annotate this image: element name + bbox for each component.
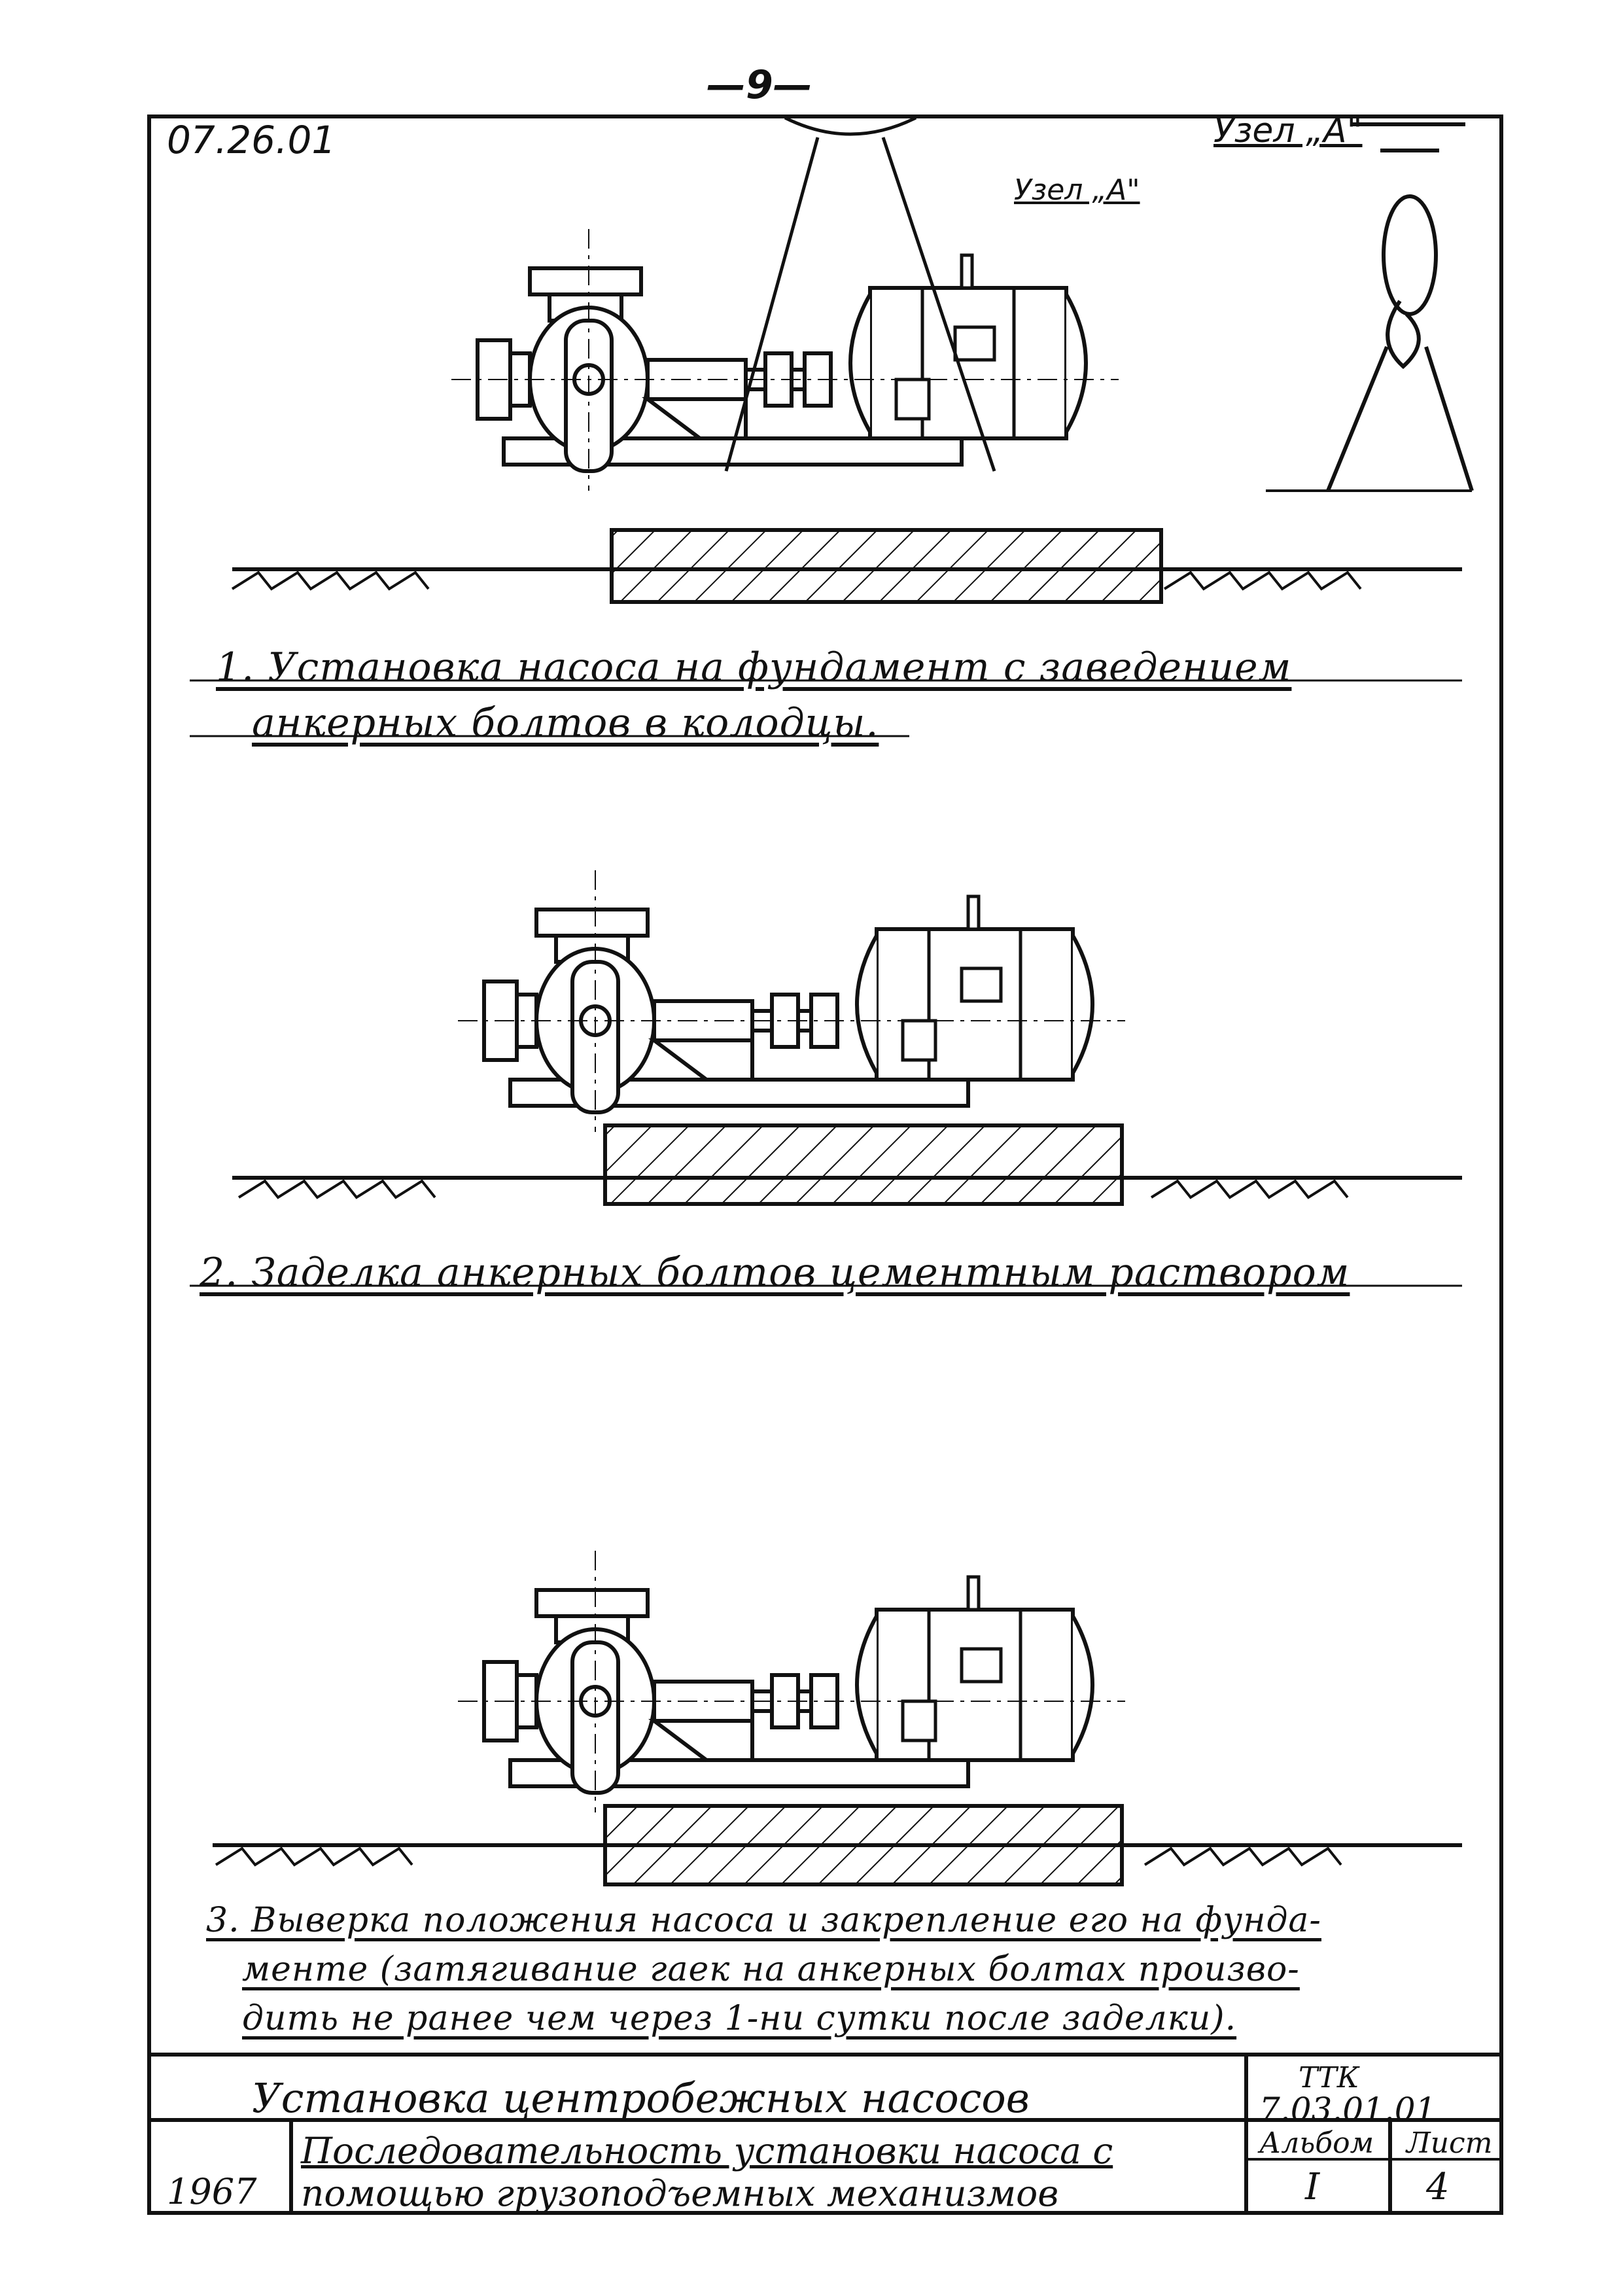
page-number: —9—: [707, 62, 812, 108]
title-block-album-value: I: [1305, 2166, 1320, 2208]
step-1-caption-line-1: 1. Установка насоса на фундамент с завед…: [216, 645, 1292, 690]
title-block-subtitle-line-2: помощью грузоподъемных механизмов: [301, 2172, 1059, 2214]
document-code: 07.26.01: [167, 118, 336, 162]
step-2-caption: 2. Заделка анкерных болтов цементным рас…: [200, 1250, 1350, 1296]
detail-node-callout: Узел „А": [1014, 173, 1140, 207]
title-block-subtitle-line-1: Последовательность установки насоса с: [301, 2130, 1113, 2172]
title-block-ttk-code: 7.03.01.01: [1259, 2091, 1437, 2128]
title-block-sheet-label: Лист: [1406, 2127, 1493, 2160]
detail-node-title: Узел „А": [1213, 111, 1363, 150]
step-3-caption-line-3: дить не ранее чем через 1-ни сутки после…: [242, 1999, 1237, 2038]
step-3-caption-line-1: 3. Выверка положения насоса и закреплени…: [206, 1901, 1321, 1940]
step-3-caption-line-2: менте (затягивание гаек на анкерных болт…: [242, 1950, 1300, 1989]
drawing-2: [232, 870, 1462, 1206]
title-block-sheet-value: 4: [1426, 2166, 1450, 2208]
title-block-title: Установка центробежных насосов: [252, 2074, 1030, 2122]
title-block-album-label: Альбом: [1259, 2127, 1374, 2160]
drawing-frame: [147, 115, 1503, 2215]
title-block-ttk-label: ТТК: [1299, 2061, 1359, 2094]
step-1-caption-line-2: анкерных болтов в колодцы.: [252, 700, 879, 746]
title-block-year: 1967: [167, 2171, 257, 2212]
drawing-1: [231, 116, 1474, 604]
drawing-3: [213, 1551, 1462, 1886]
